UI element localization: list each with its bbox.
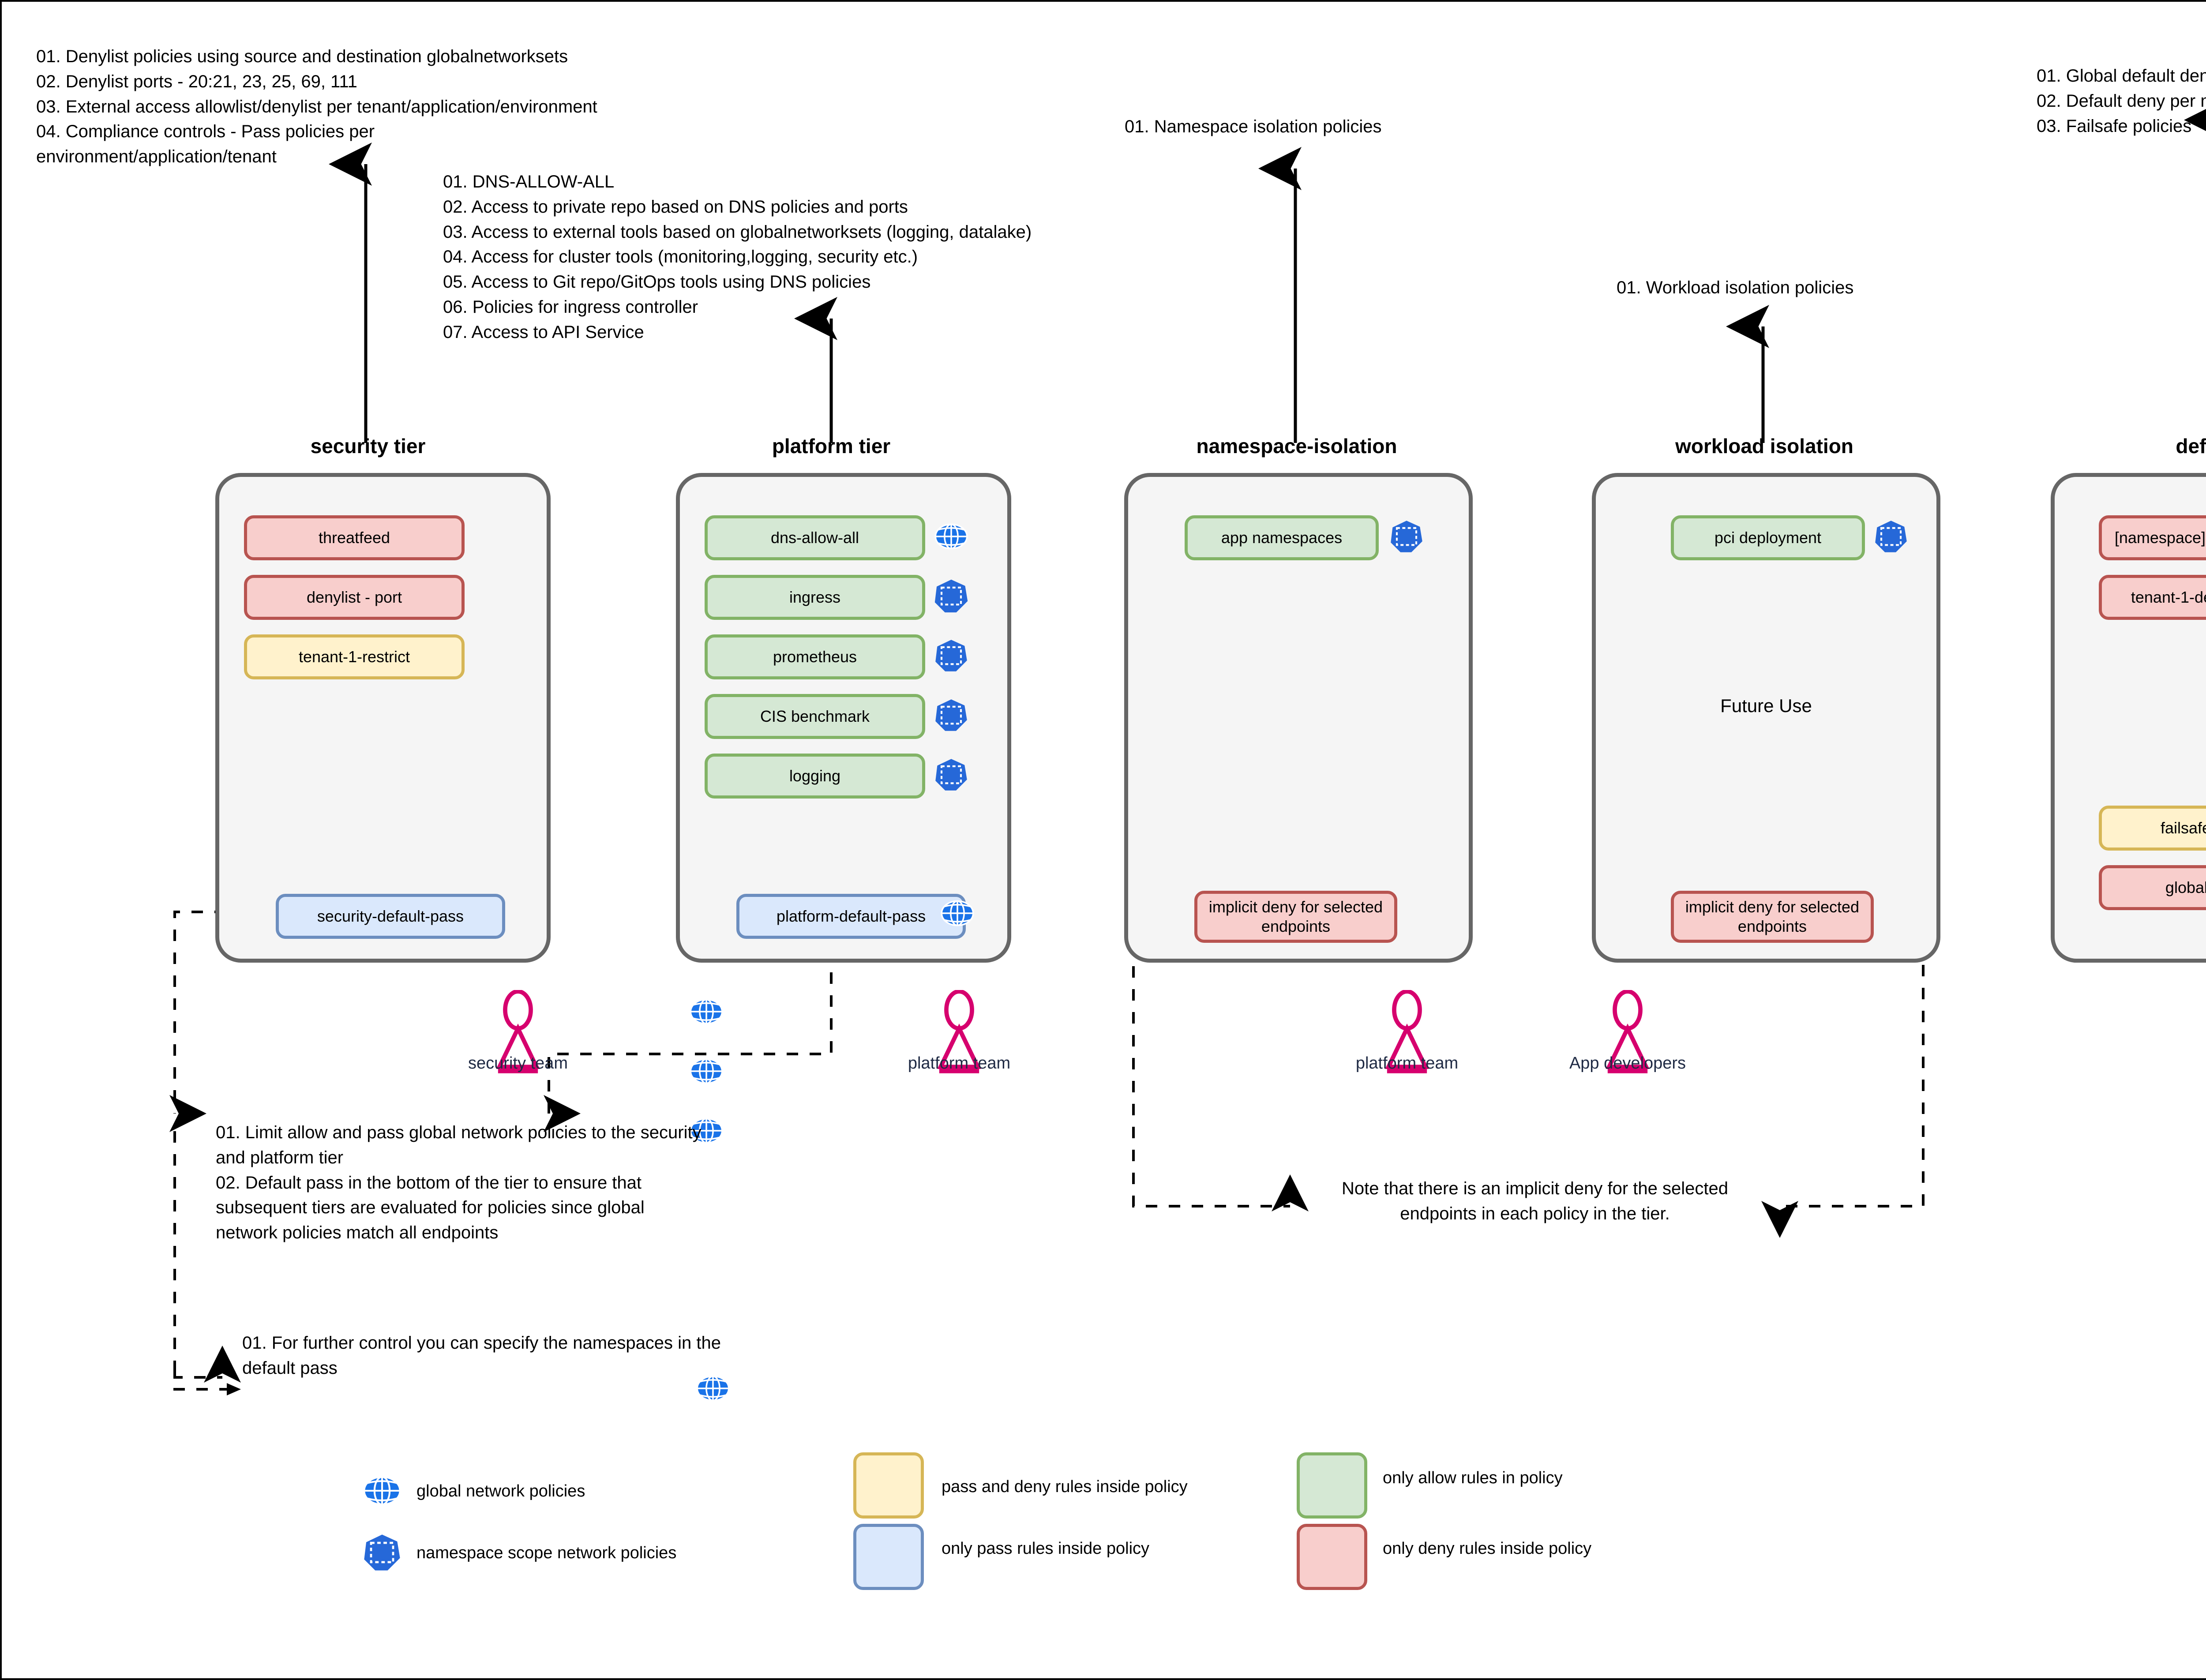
tier-container-namespace-isolation: app namespaces implicit deny for selecte… [1124,473,1473,963]
namespace-scope-icon [935,759,967,791]
legend-swatch-pass-and-deny [853,1452,924,1519]
note-implicit-deny: Note that there is an implicit deny for … [1341,1179,1728,1223]
actor-icon [937,990,981,1073]
legend-swatch-only-deny [1297,1524,1367,1590]
policy-global-deny[interactable]: global-deny [2099,865,2206,910]
legend-label-only-deny: only deny rules inside policy [1383,1539,1592,1558]
actor-icon [1606,990,1650,1073]
policy-ingress[interactable]: ingress [705,575,925,620]
note-bottom-left: 01. Limit allow and pass global network … [216,1123,702,1243]
policy-denylist-port[interactable]: denylist - port [244,575,465,620]
policy-app-namespaces[interactable]: app namespaces [1185,515,1379,560]
policy-namespace-default-deny[interactable]: [namespace]-default-deny [2099,515,2206,560]
legend-label-only-pass: only pass rules inside policy [942,1539,1150,1558]
tier-title-platform: platform tier [772,435,891,458]
policy-threatfeed[interactable]: threatfeed [244,515,465,560]
actor-icon [1385,990,1429,1073]
team-label-namespace: platform team [1355,1054,1459,1072]
policy-prometheus[interactable]: prometheus [705,634,925,679]
annotation-platform-tier-notes: 01. DNS-ALLOW-ALL 02. Access to private … [443,172,1032,342]
annotation-default-tier-notes: 01. Global default deny 02. Default deny… [2037,66,2206,136]
globe-icon [690,998,723,1025]
team-label-security: security team [468,1054,568,1072]
further-control-arrowhead [173,1365,241,1395]
annotation-workload-isolation-note: 01. Workload isolation policies [1617,278,1854,297]
workload-future-use-label: Future Use [1720,695,1812,716]
tier-title-default: default tier [2176,435,2206,458]
legend-label-namespace-scope-network-policies: namespace scope network policies [416,1544,677,1562]
namespace-scope-icon [935,640,967,671]
namespace-scope-icon [364,1534,400,1571]
policy-tenant-1-default-deny[interactable]: tenant-1-default-deny [2099,575,2206,620]
globe-icon [690,1058,723,1084]
tier-container-security: threatfeed denylist - port tenant-1-rest… [215,473,730,1402]
tier-container-platform: dns-allow-all ingress prometheus CIS ben… [676,473,1011,963]
policy-platform-default-pass[interactable]: platform-default-pass [736,894,966,939]
tier-container-default: [namespace]-default-deny tenant-1-defaul… [2051,473,2206,963]
legend-label-pass-and-deny: pass and deny rules inside policy [942,1478,1188,1496]
namespace-scope-icon [1391,521,1422,552]
policy-pci-deployment[interactable]: pci deployment [1671,515,1865,560]
team-label-platform: platform team [908,1054,1011,1072]
tier-title-security: security tier [310,435,426,458]
globe-icon [690,1118,723,1144]
annotation-namespace-isolation-note: 01. Namespace isolation policies [1125,117,1382,136]
globe-icon [934,523,968,550]
policy-security-default-pass[interactable]: security-default-pass [276,894,505,939]
namespace-scope-icon [935,699,967,731]
policy-implicit-deny-workload[interactable]: implicit deny for selected endpoints [1671,891,1874,943]
globe-icon [363,1476,401,1506]
namespace-scope-icon [1875,521,1907,552]
legend-label-global-network-policies: global network policies [416,1482,585,1500]
globe-icon [941,900,974,926]
note-further-control: 01. For further control you can specify … [242,1333,721,1378]
legend-swatch-only-pass [853,1524,924,1590]
policy-cis-benchmark[interactable]: CIS benchmark [705,694,925,739]
legend-label-only-allow: only allow rules in policy [1383,1469,1563,1487]
namespace-scope-icon [934,579,968,613]
policy-failsafe-allow[interactable]: failsafe-allow [2099,806,2206,851]
policy-dns-allow-all[interactable]: dns-allow-all [705,515,925,560]
tier-title-workload-isolation: workload isolation [1675,435,1853,458]
globe-icon [696,1375,730,1402]
tier-title-namespace-isolation: namespace-isolation [1196,435,1397,458]
tier-container-workload-isolation: pci deployment Future Use implicit deny … [1592,473,1940,963]
annotation-security-tier-notes: 01. Denylist policies using source and d… [36,47,597,167]
legend-swatch-only-allow [1297,1452,1367,1519]
policy-tenant-1-restrict[interactable]: tenant-1-restrict [244,634,465,679]
team-label-workload: App developers [1569,1054,1686,1072]
actor-icon [496,990,540,1073]
policy-logging[interactable]: logging [705,754,925,799]
policy-implicit-deny-namespace[interactable]: implicit deny for selected endpoints [1194,891,1397,943]
